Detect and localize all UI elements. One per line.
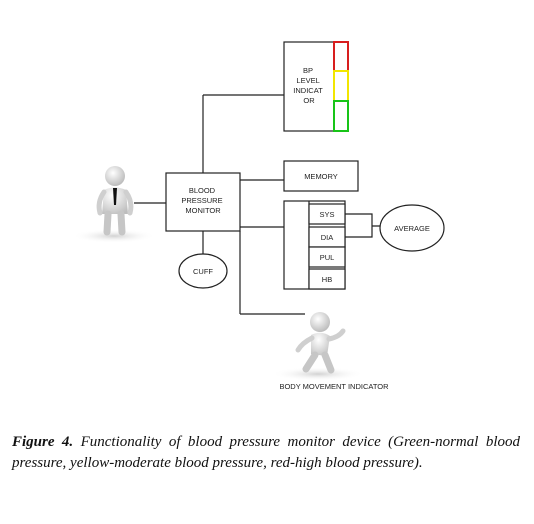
body-movement-label: BODY MOVEMENT INDICATOR: [279, 382, 389, 391]
average-label: AVERAGE: [394, 224, 430, 233]
average-node: AVERAGE: [379, 204, 445, 252]
blood-pressure-monitor: BLOOD PRESSURE MONITOR: [165, 172, 241, 232]
readings-panel: SYS DIA PUL HB: [283, 200, 346, 290]
reading-dia: DIA: [321, 233, 334, 242]
reading-pul-cell: [308, 246, 346, 268]
connection-lines: [134, 94, 380, 315]
reading-pul: PUL: [320, 253, 335, 262]
bp-indicator-label: BP LEVEL INDICAT OR: [293, 66, 324, 105]
level-bar-normal: [333, 100, 349, 132]
bracket-sys-dia-to-average: [345, 213, 380, 238]
memory-label: MEMORY: [304, 172, 338, 181]
person-moving-icon: [272, 312, 364, 381]
cuff-node: CUFF: [178, 253, 228, 289]
person-standing-icon: [72, 166, 156, 243]
reading-sys: SYS: [319, 210, 334, 219]
reading-hb: HB: [322, 275, 332, 284]
bp-level-indicator: BP LEVEL INDICAT OR: [283, 41, 349, 132]
reading-sys-cell: [308, 203, 346, 225]
caption-text: Functionality of blood pressure monitor …: [12, 434, 520, 471]
block-diagram: BP LEVEL INDICAT OR BLOOD PRESSURE MONIT…: [72, 41, 445, 391]
monitor-label: BLOOD PRESSURE MONITOR: [181, 186, 224, 215]
reading-hb-cell: [308, 268, 346, 290]
figure-label: Figure 4.: [12, 434, 74, 450]
figure-caption: Figure 4. Functionality of blood pressur…: [12, 432, 520, 474]
memory-box: MEMORY: [283, 160, 359, 192]
cuff-label: CUFF: [193, 267, 213, 276]
